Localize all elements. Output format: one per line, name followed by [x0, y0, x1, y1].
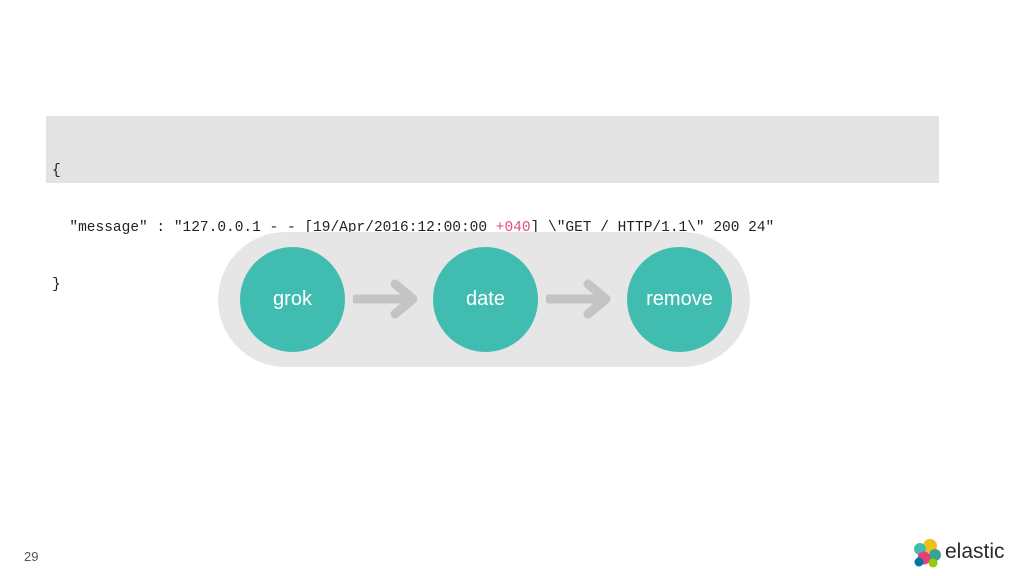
pipeline-container: grok date remove — [218, 232, 750, 367]
arrow-right-icon — [546, 279, 611, 319]
json-code-block: { "message" : "127.0.0.1 - - [19/Apr/201… — [46, 116, 939, 293]
processor-node-date: date — [433, 247, 538, 352]
processor-node-grok: grok — [240, 247, 345, 352]
arrow-right-icon — [353, 279, 418, 319]
processor-node-remove: remove — [627, 247, 732, 352]
elastic-logo-icon — [914, 539, 941, 568]
elastic-logo-text: elastic — [945, 540, 1005, 563]
processor-label-remove: remove — [646, 288, 713, 310]
processor-label-date: date — [466, 288, 505, 310]
processor-label-grok: grok — [273, 288, 312, 310]
code-open-brace: { — [52, 163, 61, 179]
code-close-brace: } — [52, 277, 61, 293]
page-number: 29 — [24, 549, 39, 564]
elastic-logo: elastic — [912, 538, 1012, 568]
